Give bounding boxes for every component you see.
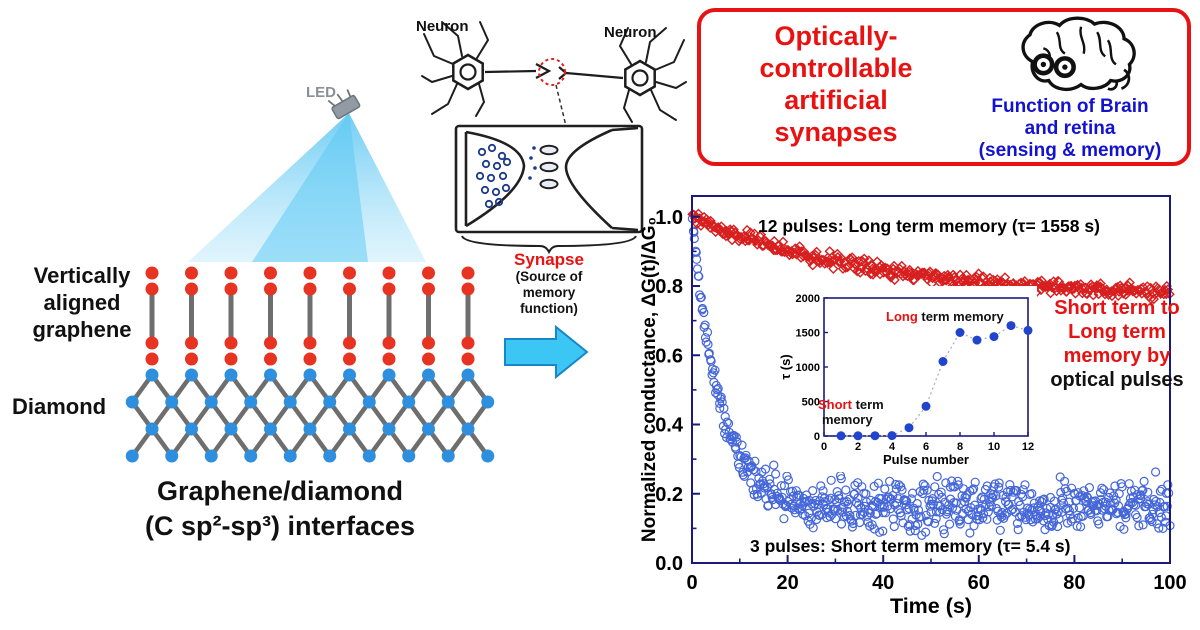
diamond-label: Diamond xyxy=(12,394,107,419)
brain-icon xyxy=(1021,16,1136,92)
svg-text:2000: 2000 xyxy=(796,293,820,305)
svg-text:8: 8 xyxy=(957,441,963,453)
synapse-highlight-circle xyxy=(538,58,566,86)
neuron-sketch xyxy=(421,21,490,117)
svg-text:12: 12 xyxy=(1022,441,1034,453)
transform-arrow xyxy=(504,324,589,380)
graphene-label: Vertically aligned graphene xyxy=(32,263,132,342)
short-term-series xyxy=(687,213,1175,540)
neuron-left-label: Neuron xyxy=(416,18,469,35)
memory-note-line: memory by xyxy=(1063,345,1171,367)
graphene-array xyxy=(145,266,475,366)
device-and-neuron-illustration xyxy=(125,21,687,463)
brace xyxy=(461,235,637,255)
tau-axis-label: τ (s) xyxy=(778,354,793,379)
led-label: LED xyxy=(306,84,336,101)
svg-text:4: 4 xyxy=(889,441,896,453)
svg-text:20: 20 xyxy=(776,572,798,594)
inset-short-note: Short term xyxy=(818,397,884,412)
svg-text:100: 100 xyxy=(1153,572,1186,594)
svg-text:0: 0 xyxy=(814,431,820,443)
headline-title: Optically- controllable artificial synap… xyxy=(759,21,913,147)
svg-text:60: 60 xyxy=(968,572,990,594)
synapse-label: Synapse xyxy=(514,250,584,269)
svg-text:0.8: 0.8 xyxy=(655,276,683,298)
svg-text:0: 0 xyxy=(821,441,827,453)
svg-text:0: 0 xyxy=(686,572,697,594)
neuron-right-label: Neuron xyxy=(604,24,657,41)
svg-text:0.6: 0.6 xyxy=(655,345,683,367)
svg-text:40: 40 xyxy=(872,572,894,594)
neuron-sketch xyxy=(618,27,687,123)
svg-text:1.0: 1.0 xyxy=(655,207,683,229)
svg-text:1500: 1500 xyxy=(796,328,820,340)
svg-text:0.2: 0.2 xyxy=(655,484,683,506)
diamond-lattice xyxy=(125,368,495,463)
synapse-sublabel: (Source of memory function) xyxy=(515,269,583,316)
svg-text:2: 2 xyxy=(855,441,861,453)
memory-note-line: optical pulses xyxy=(1050,369,1184,391)
pulse-axis-label: Pulse number xyxy=(883,452,969,467)
svg-text:0.0: 0.0 xyxy=(655,553,683,575)
memory-note-line: Short term to xyxy=(1054,297,1180,319)
led-icon xyxy=(327,89,361,120)
short-term-annotation: 3 pulses: Short term memory (τ= 5.4 s) xyxy=(750,536,1071,556)
inset-long-note: Long term memory xyxy=(886,309,1005,324)
headline-box: Optically- controllable artificial synap… xyxy=(697,8,1191,166)
memory-note-line: Long term xyxy=(1068,321,1166,343)
svg-text:6: 6 xyxy=(923,441,929,453)
svg-text:memory: memory xyxy=(822,412,873,427)
conductance-axis-label: Normalized conductance, ΔG(t)/ΔG₀ xyxy=(640,217,660,542)
svg-text:10: 10 xyxy=(988,441,1000,453)
synapse-box xyxy=(454,124,644,234)
time-axis-label: Time (s) xyxy=(890,594,972,618)
long-term-annotation: 12 pulses: Long term memory (τ= 1558 s) xyxy=(758,216,1100,236)
interfaces-label: Graphene/diamond (C sp²-sp³) interfaces xyxy=(144,476,416,541)
brain-function-label: Function of Brain and retina (sensing & … xyxy=(978,96,1162,161)
svg-text:80: 80 xyxy=(1063,572,1085,594)
svg-text:0.4: 0.4 xyxy=(655,415,684,437)
svg-text:1000: 1000 xyxy=(796,362,820,374)
svg-text:500: 500 xyxy=(802,397,820,409)
